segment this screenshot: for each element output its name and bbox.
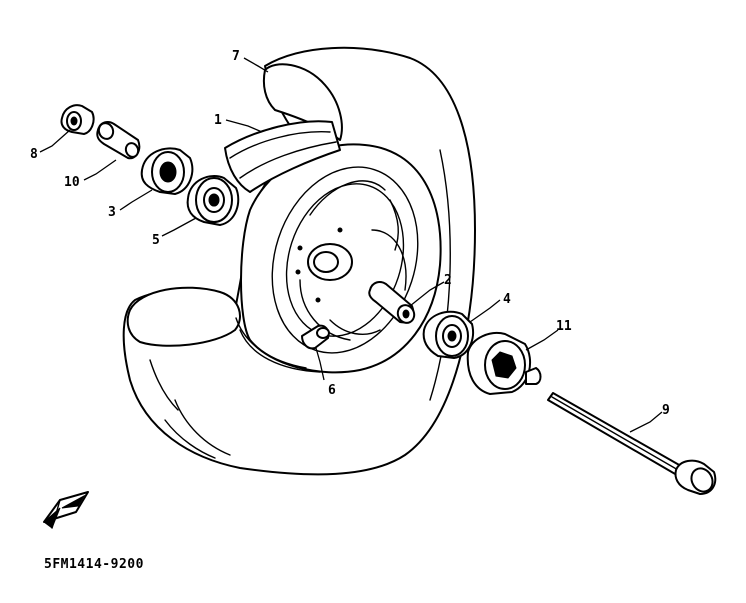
- front-direction-arrow-icon: [43, 491, 89, 529]
- callout-7: 7: [232, 49, 240, 64]
- spacer-part-10: [96, 121, 141, 160]
- callout-3: 3: [108, 205, 116, 220]
- valve-part-6: [301, 324, 330, 350]
- callout-6: 6: [328, 383, 336, 398]
- tube-part-1: [224, 120, 341, 193]
- callout-9: 9: [662, 403, 670, 418]
- callout-5: 5: [152, 233, 160, 248]
- spacer-part-2: [368, 281, 416, 324]
- callout-8: 8: [30, 147, 38, 162]
- meter-gear-part-11: [466, 332, 542, 395]
- callout-2: 2: [444, 273, 452, 288]
- collar-part-8: [60, 104, 95, 135]
- callout-10: 10: [64, 175, 80, 190]
- callout-1: 1: [214, 113, 222, 128]
- bearing-part-5: [186, 175, 240, 226]
- bearing-part-4: [422, 310, 474, 359]
- diagram-code: 5FM1414-9200: [44, 557, 144, 572]
- leader-lines: [39, 57, 663, 433]
- callout-4: 4: [503, 292, 511, 307]
- oil-seal-part-3: [140, 147, 194, 195]
- axle-part-9: [547, 392, 717, 495]
- callout-11: 11: [556, 319, 572, 334]
